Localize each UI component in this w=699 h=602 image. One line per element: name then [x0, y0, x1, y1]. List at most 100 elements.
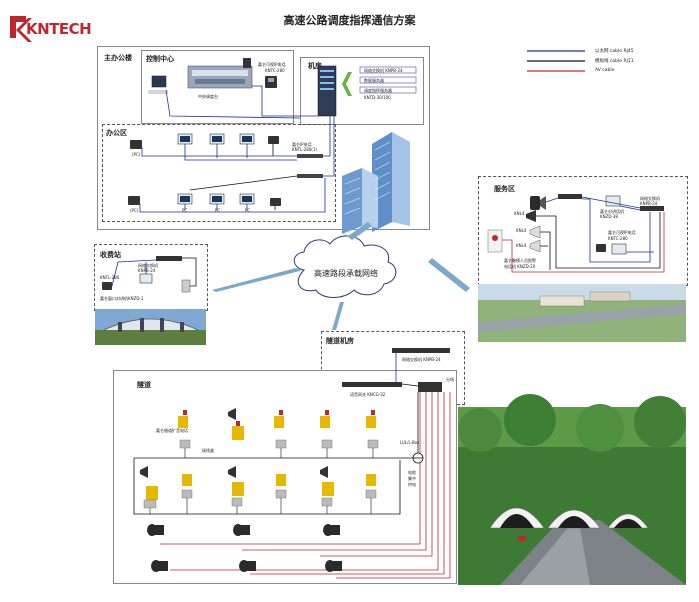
tunnel-room-label: 隧道机房 — [326, 337, 354, 345]
toll-station-photo — [95, 309, 206, 345]
tunnel-phone-1 — [178, 410, 191, 458]
network-cloud-icon — [293, 235, 397, 298]
toll-station-label: 收费站 — [100, 251, 121, 259]
tunnel-speaker-3 — [323, 524, 340, 536]
office-switch-1 — [297, 154, 323, 158]
service-wiring — [502, 196, 665, 273]
tunnel-fiber-label: LUL/L-Box — [400, 440, 420, 445]
tunnel-speakers — [147, 524, 342, 572]
toll-phone-label: KNTL-280 — [100, 275, 120, 280]
office-phone-1 — [130, 140, 142, 149]
tunnel-phone-10 — [365, 474, 377, 514]
tunnel-phone-label: 嘉仑隧道扩音电话 — [156, 428, 188, 433]
service-speaker-icon — [530, 196, 546, 210]
tunnel-speaker-6 — [325, 560, 342, 572]
service-node-1: KNL4 — [514, 211, 525, 216]
dispatch-server-model: KNTD-30/100 — [364, 95, 391, 100]
service-pc2-icon — [611, 243, 627, 255]
tunnel-bus-wiring — [133, 392, 451, 579]
server-room-label: 机房 — [308, 62, 322, 70]
service-switch-model: KNPB-24 — [640, 201, 658, 206]
tunnel-phone-row-top — [178, 408, 379, 458]
service-emerg-icon — [487, 229, 503, 253]
toll-intercom-icon — [181, 279, 191, 293]
toll-pc-icon — [139, 273, 153, 284]
office-area-box — [102, 124, 336, 222]
service-node-3: KNL4 — [516, 243, 527, 248]
office-switch-2 — [297, 174, 323, 178]
server-db-label: 数据服务器 — [364, 78, 384, 83]
service-horn1-icon — [526, 210, 536, 222]
office-area-label: 办公区 — [106, 129, 127, 137]
server-switch-label: 网络交换机 KNPB-24 — [364, 68, 403, 73]
logo-text: KNTECH — [26, 20, 92, 38]
office-pc-label-2: (PC) — [130, 208, 139, 213]
office-pc-5 — [209, 193, 225, 205]
office-pc-6 — [239, 193, 255, 205]
service-pc-icon — [605, 195, 621, 207]
control-phone-label: 嘉仑可视IP电话 — [258, 62, 286, 67]
main-office-label: 主办公楼 — [104, 54, 132, 62]
office-pc-label-1: (PC) — [132, 152, 141, 157]
dispatch-server-label: 调度指挥服务器 — [364, 88, 392, 93]
tunnel-speaker-5 — [239, 560, 256, 572]
office-phone-model: KNTL-280(1) — [292, 147, 317, 152]
office-phone-4 — [270, 198, 281, 206]
tunnel-box-1 — [232, 421, 244, 440]
tunnel-photo — [458, 394, 686, 585]
tunnel-speaker-2 — [233, 524, 250, 536]
service-switch2-icon — [640, 206, 664, 211]
tunnel-speaker-4 — [151, 560, 168, 572]
service-emerg-label: 嘉仑触摸人员报警 — [504, 258, 536, 263]
control-phone-icon — [265, 76, 277, 88]
control-center-label: 控制中心 — [146, 55, 174, 63]
toll-wiring — [111, 257, 197, 287]
tunnel-phone-8 — [275, 474, 287, 514]
fiber-junction-icon — [412, 452, 424, 464]
service-speaker-label: 嘉仑对讲话机 — [600, 209, 624, 214]
tunnel-junction-label: 接线盒 — [202, 448, 214, 453]
tunnel-gateway-icon — [342, 382, 402, 387]
tunnel-cable-label: 电缆 — [408, 470, 416, 475]
tunnel-distrib-label: 分线 — [446, 377, 454, 382]
service-node-2: KNL4 — [516, 228, 527, 233]
kntech-logo — [8, 8, 112, 46]
office-phone-label: 嘉仑IP电话 — [292, 142, 312, 147]
tunnel-distrib-icon — [418, 382, 442, 392]
toll-switch-icon — [156, 256, 182, 261]
legend-ethernet: 以太网 cable RJ45 — [595, 49, 634, 54]
toll-phone-icon — [102, 282, 112, 290]
office-buildings-icon — [342, 132, 410, 234]
tunnel-phone-7 — [228, 466, 244, 514]
service-area-photo — [478, 284, 686, 342]
office-pc-4 — [177, 193, 193, 205]
tunnel-phone-9 — [320, 466, 334, 514]
dispatch-desk-label: 中央调度台 — [198, 94, 218, 99]
office-pc-1 — [177, 133, 193, 145]
office-pc-label-4: PC — [215, 208, 221, 213]
office-pc-2 — [209, 133, 225, 145]
office-phone-3 — [128, 196, 140, 205]
service-phone-icon — [596, 244, 606, 252]
service-switch-label: 网络交换机 — [640, 196, 660, 201]
tunnel-switch-label: 网络交换机 KNPB-24 — [402, 357, 441, 362]
tunnel-gateway-label: 语音网关 KNCG-32 — [350, 392, 386, 397]
tunnel-phone-5 — [140, 466, 158, 514]
logo-mark-icon — [10, 16, 32, 42]
server-rack-icon — [317, 65, 337, 117]
network-cloud-label: 高速路段承载网络 — [314, 269, 378, 278]
tunnel-speaker-1 — [147, 524, 164, 536]
toll-switch-label: 网络交换机 — [138, 263, 158, 268]
service-horn3-icon — [529, 239, 541, 253]
tunnel-phone-6 — [181, 474, 193, 514]
tunnel-cable-label-2: 集中 — [408, 476, 416, 481]
service-speaker-model: KNZD-38 — [600, 214, 618, 219]
tunnel-cable-label-3: 供电 — [408, 482, 416, 487]
tunnel-horn-1 — [228, 408, 236, 420]
office-phone-2 — [268, 136, 279, 144]
tunnel-phone-row-bottom — [140, 466, 377, 514]
office-pc-3 — [239, 133, 255, 145]
toll-switch-model: KNPB-24 — [138, 268, 156, 273]
